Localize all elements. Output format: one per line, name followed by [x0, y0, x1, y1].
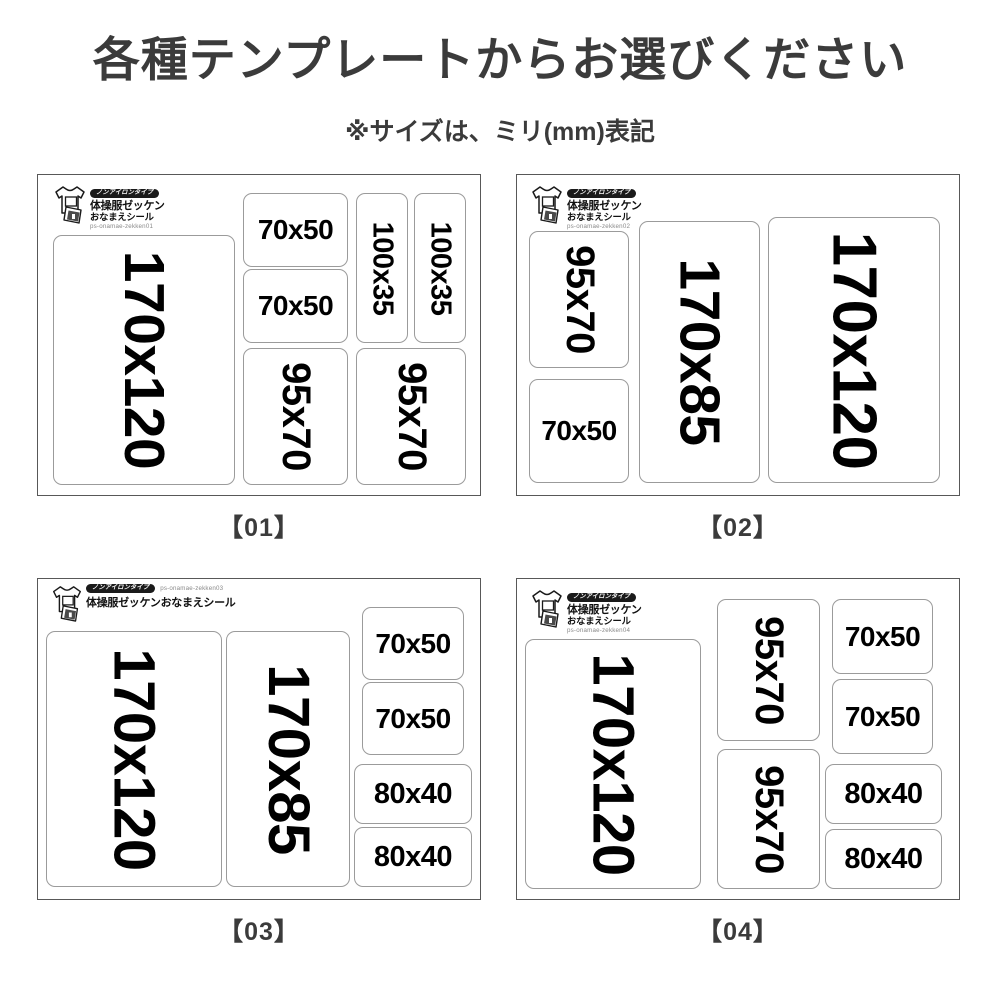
tshirt-icon [527, 183, 567, 230]
non-iron-badge: ノンアイロンタイプ [567, 592, 637, 602]
brand-line-1: 体操服ゼッケン [567, 200, 642, 212]
cell-label: 100x35 [424, 221, 457, 315]
cell-80x40-a[interactable]: 80x40 [825, 764, 942, 824]
cell-170x120[interactable]: 170x120 [525, 639, 701, 889]
cell-70x50-a[interactable]: 70x50 [832, 599, 933, 674]
brand-line-2: おなまえシール [567, 616, 631, 627]
brand-line-2: おなまえシール [90, 212, 154, 223]
brand-line-1: 体操服ゼッケン [90, 200, 165, 212]
page-subtitle: ※サイズは、ミリ(mm)表記 [345, 118, 655, 146]
caption-03: 【03】 [218, 918, 300, 946]
cell-170x120[interactable]: 170x120 [46, 631, 222, 887]
non-iron-badge: ノンアイロンタイプ [90, 188, 160, 198]
tshirt-icon [50, 183, 90, 230]
brand-line-1: 体操服ゼッケン [567, 604, 642, 616]
product-code: ps-onamae-zekken02 [567, 223, 631, 231]
cell-label: 100x35 [366, 221, 399, 315]
template-sheet-01[interactable]: ノンアイロンタイプ 体操服ゼッケン おなまえシール ps-onamae-zekk… [37, 174, 481, 496]
cell-label: 170x85 [255, 663, 321, 855]
cell-label: 70x50 [844, 620, 921, 652]
cell-95x70[interactable]: 95x70 [529, 231, 629, 368]
brand-logo-03: ノンアイロンタイプ ps-onamae-zekken03 体操服ゼッケンおなまえ… [48, 583, 308, 623]
cell-170x85[interactable]: 170x85 [639, 221, 760, 483]
template-sheet-02[interactable]: ノンアイロンタイプ 体操服ゼッケン おなまえシール ps-onamae-zekk… [516, 174, 960, 496]
tshirt-icon [48, 583, 86, 628]
cell-70x50-b[interactable]: 70x50 [243, 269, 348, 343]
brand-line-combined: 体操服ゼッケンおなまえシール [86, 597, 236, 610]
cell-170x85[interactable]: 170x85 [226, 631, 350, 887]
product-code: ps-onamae-zekken01 [90, 223, 154, 231]
cell-label: 95x70 [747, 615, 792, 725]
cell-95x70-a[interactable]: 95x70 [243, 348, 348, 485]
cell-70x50-b[interactable]: 70x50 [832, 679, 933, 754]
caption-04: 【04】 [697, 918, 779, 946]
cell-label: 95x70 [747, 764, 792, 874]
brand-line-2: おなまえシール [567, 212, 631, 223]
page-title: 各種テンプレートからお選びください [92, 33, 908, 86]
cell-label: 80x40 [844, 842, 923, 875]
cell-label: 170x120 [819, 231, 889, 469]
non-iron-badge: ノンアイロンタイプ [86, 584, 156, 594]
caption-02: 【02】 [697, 514, 779, 542]
cell-label: 170x120 [101, 647, 167, 871]
cell-80x40-a[interactable]: 80x40 [354, 764, 472, 824]
product-code: ps-onamae-zekken04 [567, 627, 631, 635]
cell-label: 70x50 [375, 702, 451, 734]
template-sheet-04[interactable]: ノンアイロンタイプ 体操服ゼッケン おなまえシール ps-onamae-zekk… [516, 578, 960, 900]
cell-label: 80x40 [373, 840, 453, 873]
cell-95x70-b[interactable]: 95x70 [356, 348, 466, 485]
cell-label: 80x40 [373, 777, 453, 810]
cell-70x50[interactable]: 70x50 [529, 379, 629, 483]
cell-70x50-a[interactable]: 70x50 [362, 607, 464, 680]
cell-100x35-b[interactable]: 100x35 [414, 193, 466, 343]
caption-01: 【01】 [218, 514, 300, 542]
brand-logo-01: ノンアイロンタイプ 体操服ゼッケン おなまえシール ps-onamae-zekk… [50, 181, 210, 231]
non-iron-badge: ノンアイロンタイプ [567, 188, 637, 198]
tshirt-icon [527, 587, 567, 634]
cell-170x120[interactable]: 170x120 [768, 217, 940, 483]
cell-95x70-b[interactable]: 95x70 [717, 749, 820, 889]
cell-label: 170x85 [667, 258, 732, 446]
cell-80x40-b[interactable]: 80x40 [354, 827, 472, 887]
cell-label: 80x40 [844, 777, 923, 810]
cell-80x40-b[interactable]: 80x40 [825, 829, 942, 889]
cell-label: 170x120 [112, 250, 176, 470]
cell-170x120[interactable]: 170x120 [53, 235, 235, 485]
template-sheet-03[interactable]: ノンアイロンタイプ ps-onamae-zekken03 体操服ゼッケンおなまえ… [37, 578, 481, 900]
cell-label: 95x70 [557, 245, 602, 354]
cell-label: 95x70 [274, 362, 319, 471]
cell-70x50-a[interactable]: 70x50 [243, 193, 348, 267]
cell-label: 170x120 [580, 652, 646, 876]
cell-label: 95x70 [389, 362, 434, 471]
cell-100x35-a[interactable]: 100x35 [356, 193, 408, 343]
cell-95x70-a[interactable]: 95x70 [717, 599, 820, 741]
brand-logo-02: ノンアイロンタイプ 体操服ゼッケン おなまえシール ps-onamae-zekk… [527, 181, 687, 231]
cell-label: 70x50 [844, 700, 921, 732]
cell-label: 70x50 [375, 627, 451, 659]
cell-label: 70x50 [541, 415, 617, 446]
product-code: ps-onamae-zekken03 [160, 584, 224, 592]
cell-70x50-b[interactable]: 70x50 [362, 682, 464, 755]
cell-label: 70x50 [257, 290, 334, 321]
brand-logo-04: ノンアイロンタイプ 体操服ゼッケン おなまえシール ps-onamae-zekk… [527, 585, 697, 635]
cell-label: 70x50 [257, 214, 334, 245]
